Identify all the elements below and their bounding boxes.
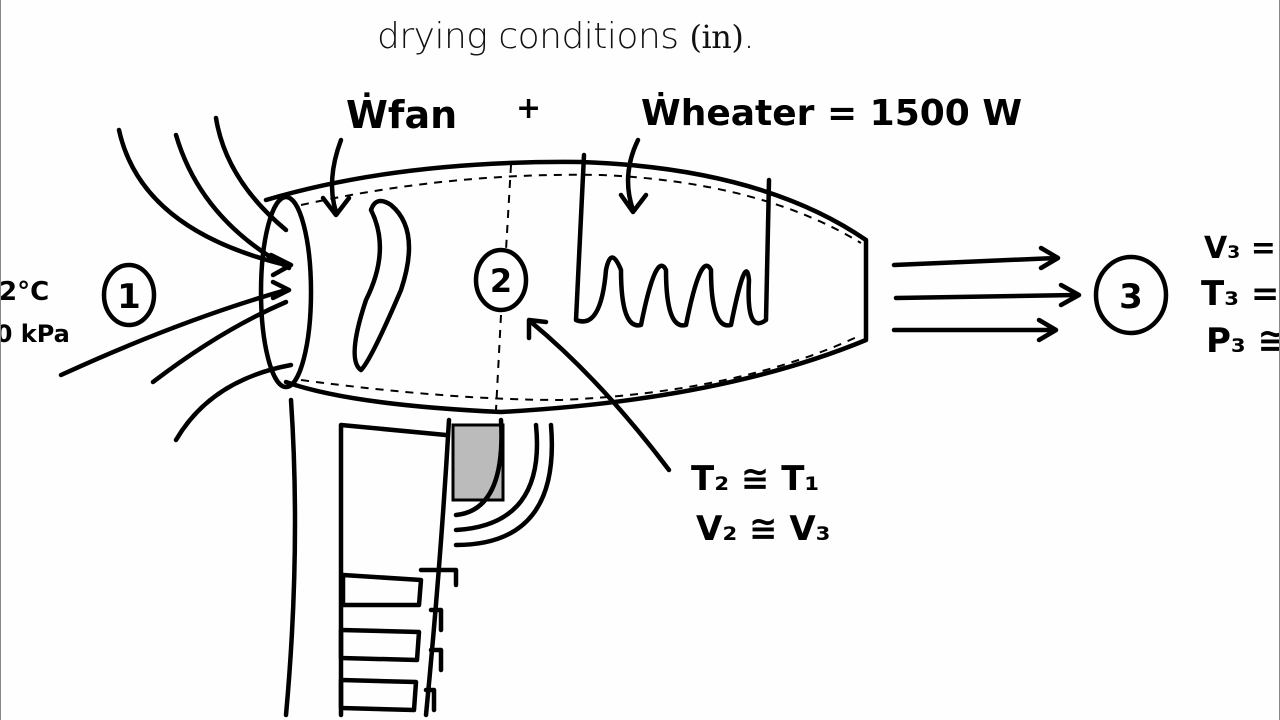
- caption: drying conditions (in).: [377, 16, 755, 57]
- state2-pointer-arrow: [526, 317, 672, 473]
- caption-symbol: (in): [689, 18, 744, 56]
- state-1-label: 1: [117, 277, 141, 317]
- dryer-handle: [283, 397, 452, 718]
- heater-pointer-arrow: [618, 137, 649, 215]
- dryer-body: [263, 159, 869, 415]
- state-2-label: 2: [490, 262, 512, 300]
- outlet-temperature: T₃ =: [1201, 274, 1279, 314]
- dryer-inlet: [258, 194, 314, 390]
- w-heater-label: Ẇheater = 1500 W: [641, 92, 1022, 134]
- state-3-label: 3: [1119, 277, 1143, 317]
- caption-text: drying conditions: [377, 16, 679, 57]
- t2-relation: T₂ ≅ T₁: [691, 459, 819, 499]
- section-line-2: [495, 164, 512, 411]
- inlet-pressure: 00 kPa: [1, 320, 70, 348]
- state-3-circle: [1093, 254, 1169, 336]
- w-fan-label: Ẇfan: [346, 93, 457, 137]
- state-1-circle: [101, 262, 157, 328]
- inlet-arrowheads: [268, 252, 294, 301]
- fan-figure8: [352, 198, 412, 373]
- v2-relation: V₂ ≅ V₃: [696, 509, 831, 549]
- fan-pointer-arrow: [320, 137, 352, 218]
- switch: [451, 423, 505, 502]
- heater-coil: [573, 152, 772, 328]
- caption-end: .: [743, 16, 755, 57]
- plus-sign: +: [516, 91, 541, 126]
- handle-buttons: [338, 567, 459, 713]
- dryer-inner-outline: [300, 173, 862, 402]
- state-2-circle: [473, 247, 529, 313]
- outlet-flow-arrows: [891, 245, 1082, 343]
- outlet-pressure: P₃ ≅: [1206, 321, 1280, 361]
- inlet-flow-arrows: [58, 115, 294, 443]
- outlet-velocity: V₃ = 2: [1204, 231, 1280, 266]
- inlet-temperature: 2°C: [1, 277, 49, 307]
- trigger-guard: [453, 417, 555, 548]
